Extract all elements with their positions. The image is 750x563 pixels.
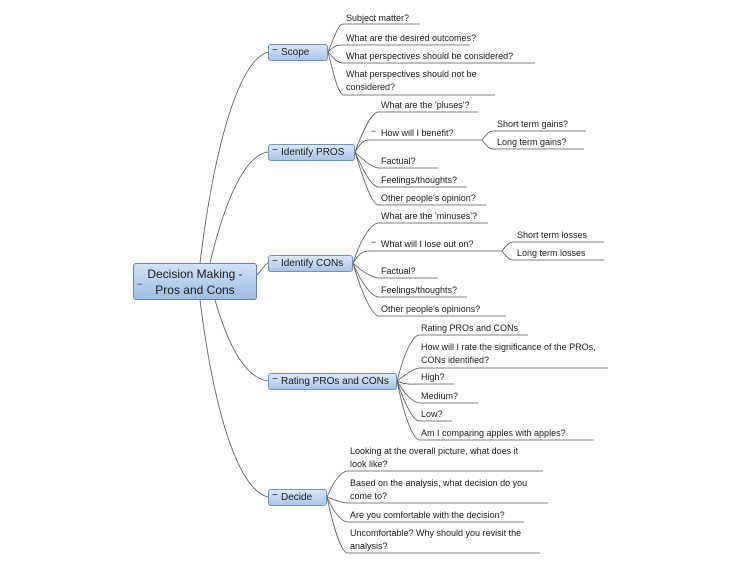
collapse-icon[interactable]: − [272,45,278,56]
branch-label: Rating PROs and CONs [281,376,389,387]
leaf-topic-continued[interactable]: analysis? [350,541,388,551]
collapse-icon[interactable]: − [371,237,377,247]
leaf-topic[interactable]: Medium? [421,391,459,401]
leaf-topic[interactable]: Feelings/thoughts? [381,175,458,185]
branch-identify-pros[interactable]: − Identify PROS [268,144,355,161]
leaf-topic[interactable]: Short term gains? [497,119,569,129]
leaf-topic[interactable]: Are you comfortable with the decision? [350,510,505,520]
central-topic-line2: Pros and Cons [155,283,235,297]
leaf-topic[interactable]: Subject matter? [346,13,410,23]
leaf-topic[interactable]: What are the 'pluses'? [381,100,470,110]
collapse-icon[interactable]: − [137,279,143,289]
collapse-icon[interactable]: − [371,126,377,136]
leaf-topic[interactable]: Uncomfortable? Why should you revisit th… [350,528,522,538]
collapse-icon[interactable]: − [272,256,278,267]
leaf-topic[interactable]: What are the 'minuses'? [381,211,477,221]
leaf-topic[interactable]: Am I comparing apples with apples? [421,428,566,438]
collapse-icon[interactable]: − [272,490,278,501]
leaf-topic[interactable]: Long term gains? [497,137,567,147]
branch-rating[interactable]: − Rating PROs and CONs [268,373,397,390]
branch-identify-cons[interactable]: − Identify CONs [268,255,353,272]
leaf-topic[interactable]: Long term losses [517,248,586,258]
leaf-topic-continued[interactable]: CONs identified? [421,355,490,365]
leaf-topic[interactable]: What perspectives should be considered? [346,51,514,61]
leaf-topic[interactable]: How will I benefit? [381,128,454,138]
leaf-topic[interactable]: What will I lose out on? [381,239,474,249]
leaf-topic[interactable]: How will I rate the significance of the … [421,342,596,352]
central-topic-line1: Decision Making - [147,267,243,281]
leaf-topic[interactable]: Feelings/thoughts? [381,285,458,295]
collapse-icon[interactable]: − [272,145,278,156]
branch-label: Decide [281,492,313,503]
branch-label: Scope [281,47,310,58]
branch-label: Identify PROS [281,147,345,158]
leaf-topic[interactable]: Low? [421,409,443,419]
leaf-topic-continued[interactable]: come to? [350,491,388,501]
leaf-topic[interactable]: Based on the analysis, what decision do … [350,478,528,488]
leaf-topic-continued[interactable]: considered? [346,82,396,92]
leaf-topic[interactable]: High? [421,372,445,382]
leaf-topic[interactable]: Factual? [381,266,416,276]
branch-scope[interactable]: − Scope [268,44,328,61]
leaf-topic[interactable]: Short term losses [517,230,588,240]
branch-decide[interactable]: − Decide [268,489,327,506]
branch-label: Identify CONs [281,258,344,269]
leaf-topic[interactable]: Rating PROs and CONs [421,323,519,333]
leaf-topic[interactable]: Looking at the overall picture, what doe… [350,446,519,456]
leaf-topic-continued[interactable]: look like? [350,459,388,469]
collapse-icon[interactable]: − [272,374,278,385]
leaf-topic[interactable]: What perspectives should not be [346,69,477,79]
leaf-topic[interactable]: Other people's opinion? [381,193,476,203]
leaf-topic[interactable]: Other people's opinions? [381,304,481,314]
leaf-topic[interactable]: What are the desired outcomes? [346,33,477,43]
central-topic[interactable]: Decision Making - Pros and Cons − [133,263,257,300]
leaf-topic[interactable]: Factual? [381,156,416,166]
